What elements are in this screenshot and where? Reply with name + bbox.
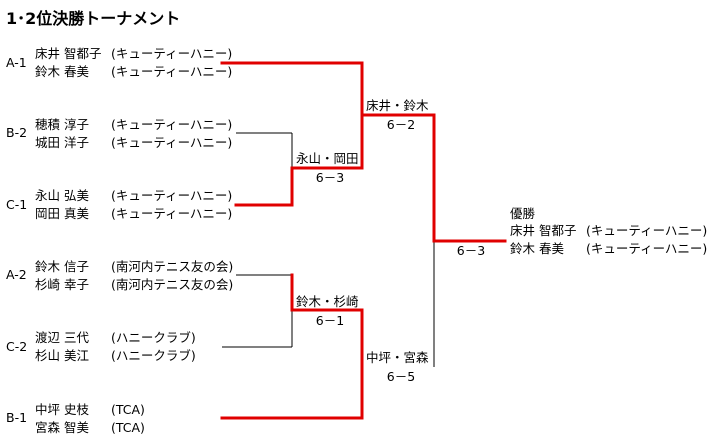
player-a2-1: 鈴木 信子(南河内テニス友の会) — [35, 259, 234, 274]
semi-score-top: 6－2 — [386, 117, 416, 132]
champion-player-1: 床井 智都子(キューティーハニー) — [510, 223, 708, 238]
page-title: 1･2位決勝トーナメント — [6, 9, 181, 28]
player-a2-2: 杉崎 幸子(南河内テニス友の会) — [35, 277, 234, 292]
seed-c1: C-1 — [6, 197, 28, 212]
player-c2-1: 渡辺 三代(ハニークラブ) — [35, 330, 196, 345]
seed-a2: A-2 — [6, 267, 27, 282]
seed-b1: B-1 — [6, 410, 28, 425]
line-semi1-win — [360, 113, 507, 243]
line-a2-win — [290, 273, 364, 369]
champion-label: 優勝 — [510, 206, 536, 221]
round1-winner-bottom: 鈴木・杉崎 — [296, 294, 359, 309]
player-b1-1: 中坪 史枝(TCA) — [35, 402, 145, 417]
player-c1-1: 永山 弘美(キューティーハニー) — [35, 188, 233, 203]
player-a1-2: 鈴木 春美(キューティーハニー) — [35, 64, 233, 79]
line-a1-win — [220, 61, 364, 117]
seed-b2: B-2 — [6, 125, 28, 140]
player-b2-1: 穂積 淳子(キューティーハニー) — [35, 117, 233, 132]
semi-score-bottom: 6－5 — [386, 369, 416, 384]
line-c1-win — [234, 113, 364, 207]
seed-a1: A-1 — [6, 55, 27, 70]
semi-winner-top: 床井・鈴木 — [366, 98, 429, 113]
line-b1-win — [220, 365, 364, 420]
round1-score-bottom: 6－1 — [315, 313, 345, 328]
round1-winner-top: 永山・岡田 — [296, 151, 359, 166]
final-score: 6－3 — [456, 243, 486, 258]
player-b1-2: 宮森 智美(TCA) — [35, 420, 145, 435]
round1-score-top: 6－3 — [315, 170, 345, 185]
seed-c2: C-2 — [6, 339, 28, 354]
player-c1-2: 岡田 真美(キューティーハニー) — [35, 206, 233, 221]
semi-winner-bottom: 中坪・宮森 — [366, 350, 429, 365]
player-b2-2: 城田 洋子(キューティーハニー) — [35, 135, 233, 150]
player-c2-2: 杉山 美江(ハニークラブ) — [35, 348, 196, 363]
player-a1-1: 床井 智都子(キューティーハニー) — [35, 46, 233, 61]
champion-player-2: 鈴木 春美(キューティーハニー) — [510, 241, 708, 256]
